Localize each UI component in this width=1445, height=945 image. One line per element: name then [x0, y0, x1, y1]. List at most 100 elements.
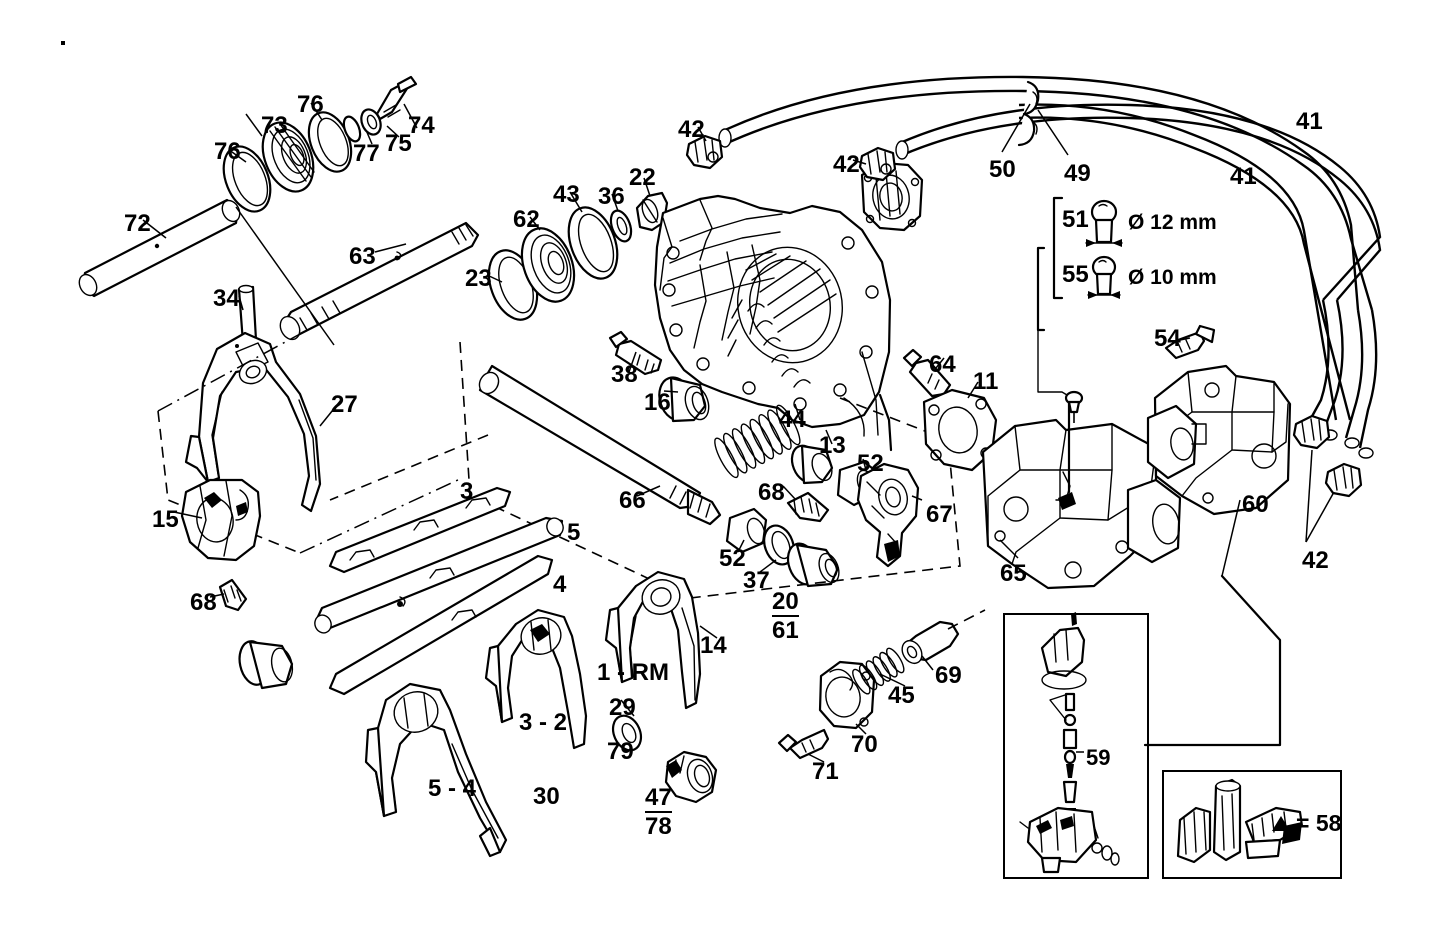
callout-63: 63 — [349, 243, 376, 270]
callout-70: 70 — [851, 731, 878, 758]
part-70-cover — [818, 660, 876, 730]
part-13-bushing — [790, 444, 834, 485]
callout-30: 30 — [533, 783, 560, 810]
callout-62: 62 — [513, 206, 540, 233]
part-15-housing — [180, 478, 262, 562]
callout-74: 74 — [408, 112, 435, 139]
callout-76: 76 — [297, 91, 324, 118]
callout-42: 42 — [1302, 547, 1329, 574]
callout-5-4: 5 - 4 — [428, 775, 477, 802]
callout-38: 38 — [611, 361, 638, 388]
part-42d-connector — [1324, 462, 1363, 498]
callout-29: 29 — [609, 694, 636, 721]
part-51-plug — [1085, 199, 1123, 247]
part-73-bearing — [261, 121, 315, 193]
callout-44: 44 — [779, 406, 806, 433]
part-77-washer — [342, 115, 362, 143]
callout-42: 42 — [678, 116, 705, 143]
legend-triangle-equals-label: = 58 — [1296, 810, 1342, 836]
callout-27: 27 — [331, 391, 358, 418]
part-66-shaft — [478, 364, 722, 526]
callout-79: 79 — [607, 738, 634, 765]
part-22-nut — [635, 191, 669, 232]
part-62-bearing — [520, 227, 576, 303]
part-38-bolt — [608, 330, 663, 376]
part-47-78-plug — [664, 750, 718, 804]
callout-15: 15 — [152, 506, 179, 533]
fraction-bar — [772, 615, 799, 618]
callout-4: 4 — [553, 571, 567, 598]
callout-37: 37 — [743, 567, 770, 594]
callout-13: 13 — [819, 432, 846, 459]
callout-67: 67 — [926, 501, 953, 528]
callout-41: 41 — [1230, 163, 1257, 190]
callout-5: 5 — [567, 519, 581, 546]
part-79-washer — [611, 714, 643, 752]
part-52b-bushing — [725, 507, 768, 554]
callout-60: 60 — [1242, 491, 1269, 518]
part-74-bolt — [375, 75, 418, 121]
callout-3-2: 3 - 2 — [519, 709, 568, 736]
dimension-note-12mm: Ø 12 mm — [1128, 211, 1217, 234]
callout-66: 66 — [619, 487, 646, 514]
transmission-housing — [653, 194, 893, 452]
part-69-plunger — [901, 620, 960, 665]
part-68a-pin — [218, 578, 248, 612]
callout-16: 16 — [644, 389, 671, 416]
inset-panel-59 — [1003, 613, 1149, 879]
callout-52: 52 — [719, 545, 746, 572]
part-60-valve-block — [1146, 364, 1292, 516]
part-5-rail — [314, 516, 564, 634]
callout-22: 22 — [629, 164, 656, 191]
part-bushing-lower-left — [238, 640, 294, 690]
part-27-fork — [184, 331, 322, 513]
triangle-marker-icon — [1272, 816, 1290, 831]
callout-68: 68 — [758, 479, 785, 506]
fraction-denominator: 78 — [645, 813, 672, 841]
part-71-bolt — [777, 728, 830, 760]
part-37-washer — [763, 524, 795, 566]
part-55-plug — [1087, 255, 1121, 299]
fork-1-RM — [604, 570, 702, 710]
callout-41: 41 — [1296, 108, 1323, 135]
part-67-lever — [856, 462, 920, 568]
callout-54: 54 — [1154, 325, 1181, 352]
fraction-denominator: 61 — [772, 617, 799, 645]
callout-77: 77 — [353, 140, 380, 167]
callout-69: 69 — [935, 662, 962, 689]
part-42b-connector — [858, 146, 897, 182]
callout-64: 64 — [929, 351, 956, 378]
callout-75: 75 — [385, 130, 412, 157]
callout-59: 59 — [1086, 745, 1111, 770]
callout-3: 3 — [460, 478, 474, 505]
callout-76: 76 — [214, 138, 241, 165]
callout-72: 72 — [124, 210, 151, 237]
part-45-spring — [852, 647, 905, 695]
part-63-shaft — [279, 221, 480, 341]
part-42a-connector — [685, 134, 724, 170]
fork-5-4 — [364, 682, 508, 858]
callout-1-rm: 1 - RM — [597, 659, 669, 686]
callout-45: 45 — [888, 682, 915, 709]
callout-49: 49 — [1064, 160, 1091, 187]
callout-14: 14 — [700, 632, 727, 659]
part-20-61-bushing — [786, 542, 840, 588]
callout-11: 11 — [973, 368, 999, 395]
part-72-rod — [78, 198, 241, 298]
part-76a-ring — [222, 145, 272, 213]
callout-55: 55 — [1062, 261, 1089, 288]
dimension-note-10mm: Ø 10 mm — [1128, 266, 1217, 289]
callout-43: 43 — [553, 181, 580, 208]
part-44-spring — [714, 404, 801, 479]
inset-59-content — [1019, 612, 1120, 874]
inset-panel-58 — [1162, 770, 1342, 879]
fraction-numerator: 20 — [772, 588, 799, 615]
callout-68: 68 — [190, 589, 217, 616]
callout-73: 73 — [261, 112, 288, 139]
part-11-gasket — [922, 388, 998, 472]
callout-71: 71 — [812, 758, 839, 785]
leader-lines — [142, 102, 1335, 763]
